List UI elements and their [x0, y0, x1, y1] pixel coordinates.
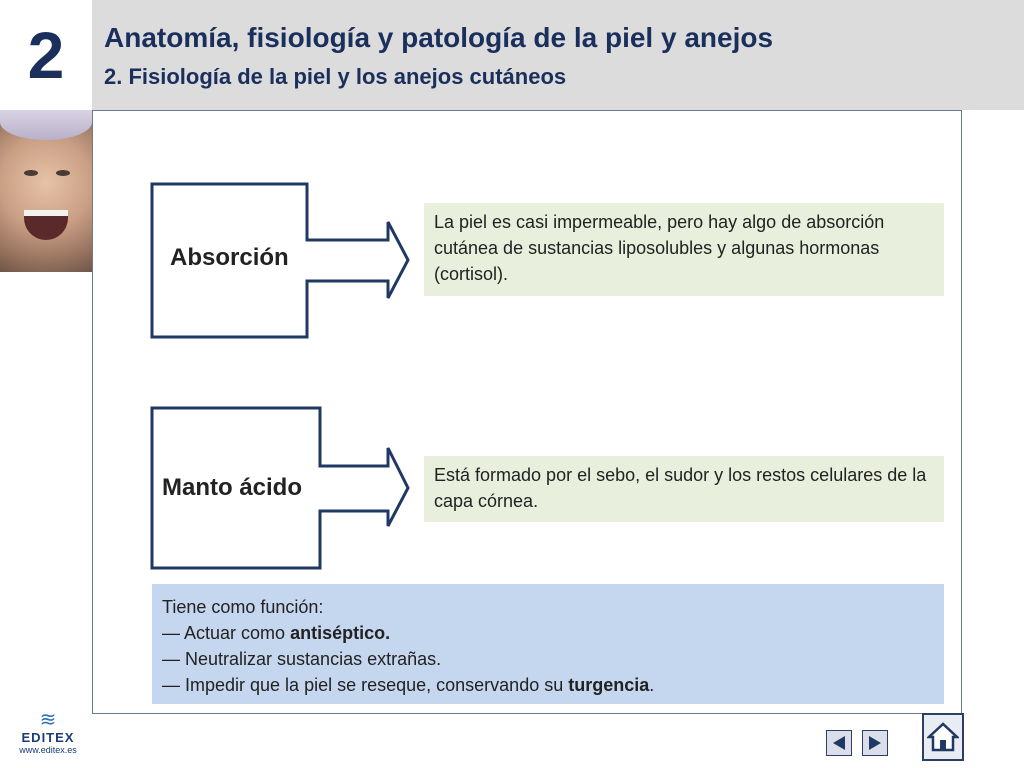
editex-logo-name: EDITEX — [21, 730, 75, 745]
absorcion-arrow-shape — [150, 182, 410, 339]
editex-logo-url: www.editex.es — [19, 745, 77, 755]
function-line-3-suffix: . — [649, 675, 655, 695]
triangle-left-icon — [833, 736, 845, 750]
home-button[interactable] — [922, 713, 964, 761]
function-line-1-text: — Actuar como — [162, 623, 291, 643]
right-eye — [56, 170, 70, 176]
header-bar: Anatomía, fisiología y patología de la p… — [92, 0, 1024, 110]
absorcion-description: La piel es casi impermeable, pero hay al… — [424, 203, 944, 296]
function-line-2: — Neutralizar sustancias extrañas. — [162, 649, 442, 669]
function-intro: Tiene como función: — [162, 597, 324, 617]
manto-acido-arrow-shape — [150, 406, 410, 570]
house-icon — [927, 722, 959, 752]
function-line-3-bold: turgencia — [568, 675, 650, 695]
function-line-3: — Impedir que la piel se reseque, conser… — [162, 672, 934, 698]
page-title: Anatomía, fisiología y patología de la p… — [104, 22, 774, 53]
editex-logo-mark: ≋ — [39, 709, 57, 731]
previous-slide-button[interactable] — [826, 730, 852, 756]
term-manto-acido: Manto ácido — [162, 474, 303, 501]
function-line-1-bold: antiséptico. — [290, 623, 391, 643]
manto-acido-description: Está formado por el sebo, el sudor y los… — [424, 456, 944, 522]
page-subtitle: 2. Fisiología de la piel y los anejos cu… — [104, 64, 567, 89]
editex-logo[interactable]: ≋ EDITEX www.editex.es — [18, 710, 78, 762]
portrait-photo — [0, 110, 92, 272]
term-absorcion: Absorción — [170, 244, 289, 271]
swim-cap — [0, 110, 92, 140]
function-line-3-text: — Impedir que la piel se reseque, conser… — [162, 675, 569, 695]
function-box: Tiene como función: — Actuar como antisé… — [152, 584, 944, 704]
next-slide-button[interactable] — [862, 730, 888, 756]
chapter-number: 2 — [27, 18, 65, 92]
function-line-1: — Actuar como antiséptico. — [162, 620, 934, 646]
left-eye — [24, 170, 38, 176]
triangle-right-icon — [869, 736, 881, 750]
